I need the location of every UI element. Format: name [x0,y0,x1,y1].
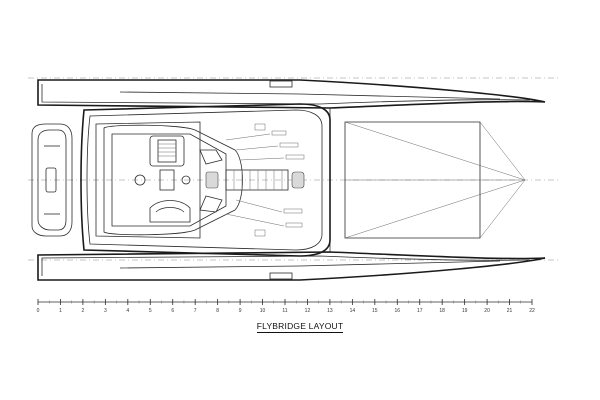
scale-label: 3 [104,308,107,314]
scale-label: 22 [529,308,535,314]
scale-label: 6 [171,308,174,314]
tender [31,123,73,237]
scale-label: 12 [305,308,311,314]
scale-label: 0 [37,308,40,314]
scale-label: 8 [216,308,219,314]
scale-label: 7 [194,308,197,314]
port-hull [37,79,546,109]
scale-label: 18 [439,308,445,314]
drawing-title: FLYBRIDGE LAYOUT [0,321,600,333]
drawing-title-text: FLYBRIDGE LAYOUT [256,321,344,333]
flybridge-shell [80,103,331,257]
scale-label: 14 [350,308,356,314]
helm-seating [225,169,305,191]
annotations [225,130,305,228]
scale-label: 5 [149,308,152,314]
scale-label: 15 [372,308,378,314]
scale-label: 21 [507,308,513,314]
scale-label: 19 [462,308,468,314]
scale-label: 4 [126,308,129,314]
starboard-hull [37,251,546,281]
bridgedeck [329,108,526,252]
scale-label: 1 [59,308,62,314]
flybridge-interior [103,123,266,237]
scale-label: 13 [327,308,333,314]
scale-label: 20 [484,308,490,314]
scale-label: 9 [239,308,242,314]
scale-label: 17 [417,308,423,314]
scale-label: 2 [82,308,85,314]
stairs [158,143,176,157]
scale-label: 10 [260,308,266,314]
scale-label: 16 [394,308,400,314]
scale-label: 11 [282,308,287,314]
